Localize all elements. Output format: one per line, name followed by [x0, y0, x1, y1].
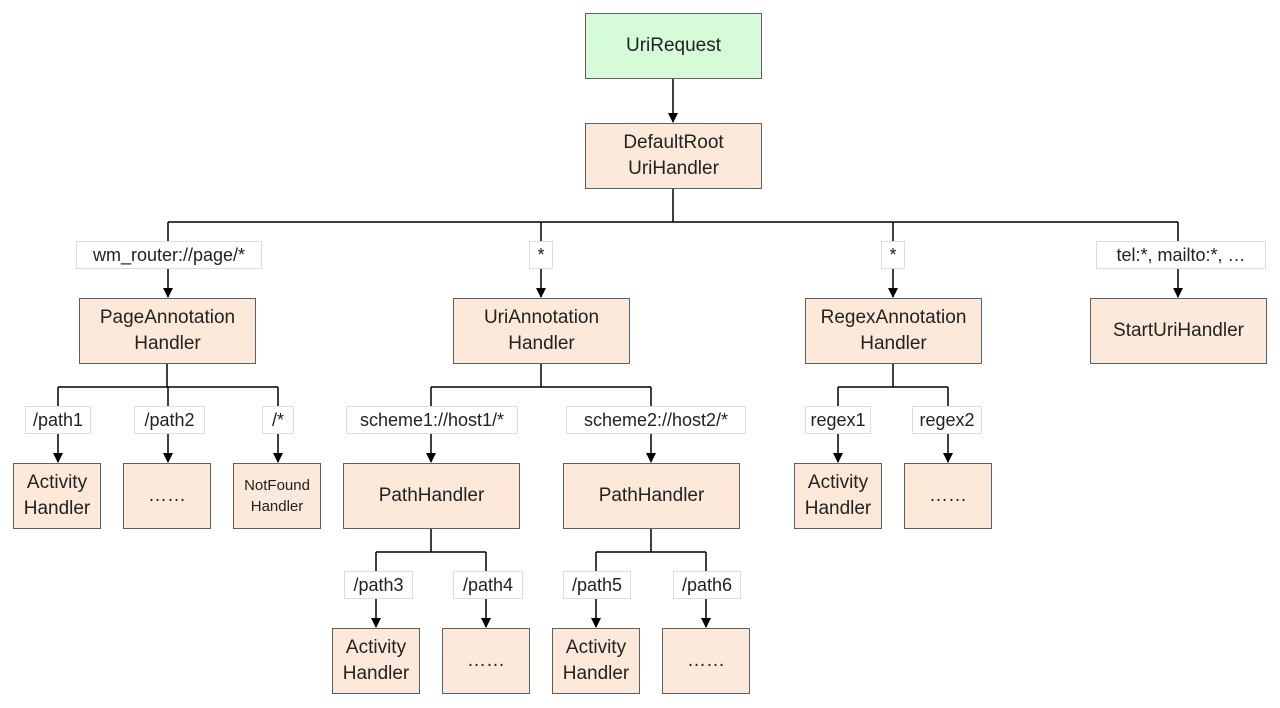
- node-regex-annotation-handler: RegexAnnotation Handler: [805, 298, 982, 364]
- label-scheme2-host2: scheme2://host2/*: [566, 406, 746, 434]
- node-notfound-handler: NotFound Handler: [233, 463, 321, 529]
- label-tel-mailto: tel:*, mailto:*, …: [1096, 241, 1266, 269]
- node-uri-annotation-handler: UriAnnotation Handler: [453, 298, 630, 364]
- label-path5: /path5: [563, 571, 631, 599]
- node-default-root-uri-handler: DefaultRoot UriHandler: [585, 123, 762, 189]
- label-path6: /path6: [673, 571, 741, 599]
- label-regex2: regex2: [912, 406, 982, 434]
- node-page-activity-handler: Activity Handler: [13, 463, 101, 529]
- label-path-star: /*: [262, 406, 294, 434]
- node-path-handler-2: PathHandler: [563, 463, 740, 529]
- label-path2: /path2: [134, 406, 205, 434]
- node-regex-activity-handler: Activity Handler: [794, 463, 882, 529]
- node-path3-activity-handler: Activity Handler: [332, 628, 420, 694]
- node-path6-more: ……: [662, 628, 750, 694]
- node-path-handler-1: PathHandler: [343, 463, 520, 529]
- label-regex1: regex1: [805, 406, 871, 434]
- node-path5-activity-handler: Activity Handler: [552, 628, 640, 694]
- node-start-uri-handler: StartUriHandler: [1090, 298, 1267, 364]
- label-path3: /path3: [344, 571, 413, 599]
- label-scheme1-host1: scheme1://host1/*: [346, 406, 518, 434]
- node-page-annotation-handler: PageAnnotation Handler: [79, 298, 256, 364]
- node-uri-request: UriRequest: [585, 13, 762, 79]
- label-star-regex-annotation: *: [881, 241, 905, 269]
- label-wm-router-page: wm_router://page/*: [76, 241, 262, 269]
- node-page-more: ……: [123, 463, 211, 529]
- label-star-uri-annotation: *: [529, 241, 553, 269]
- node-regex-more: ……: [904, 463, 992, 529]
- node-path4-more: ……: [442, 628, 530, 694]
- label-path1: /path1: [25, 406, 91, 434]
- label-path4: /path4: [453, 571, 523, 599]
